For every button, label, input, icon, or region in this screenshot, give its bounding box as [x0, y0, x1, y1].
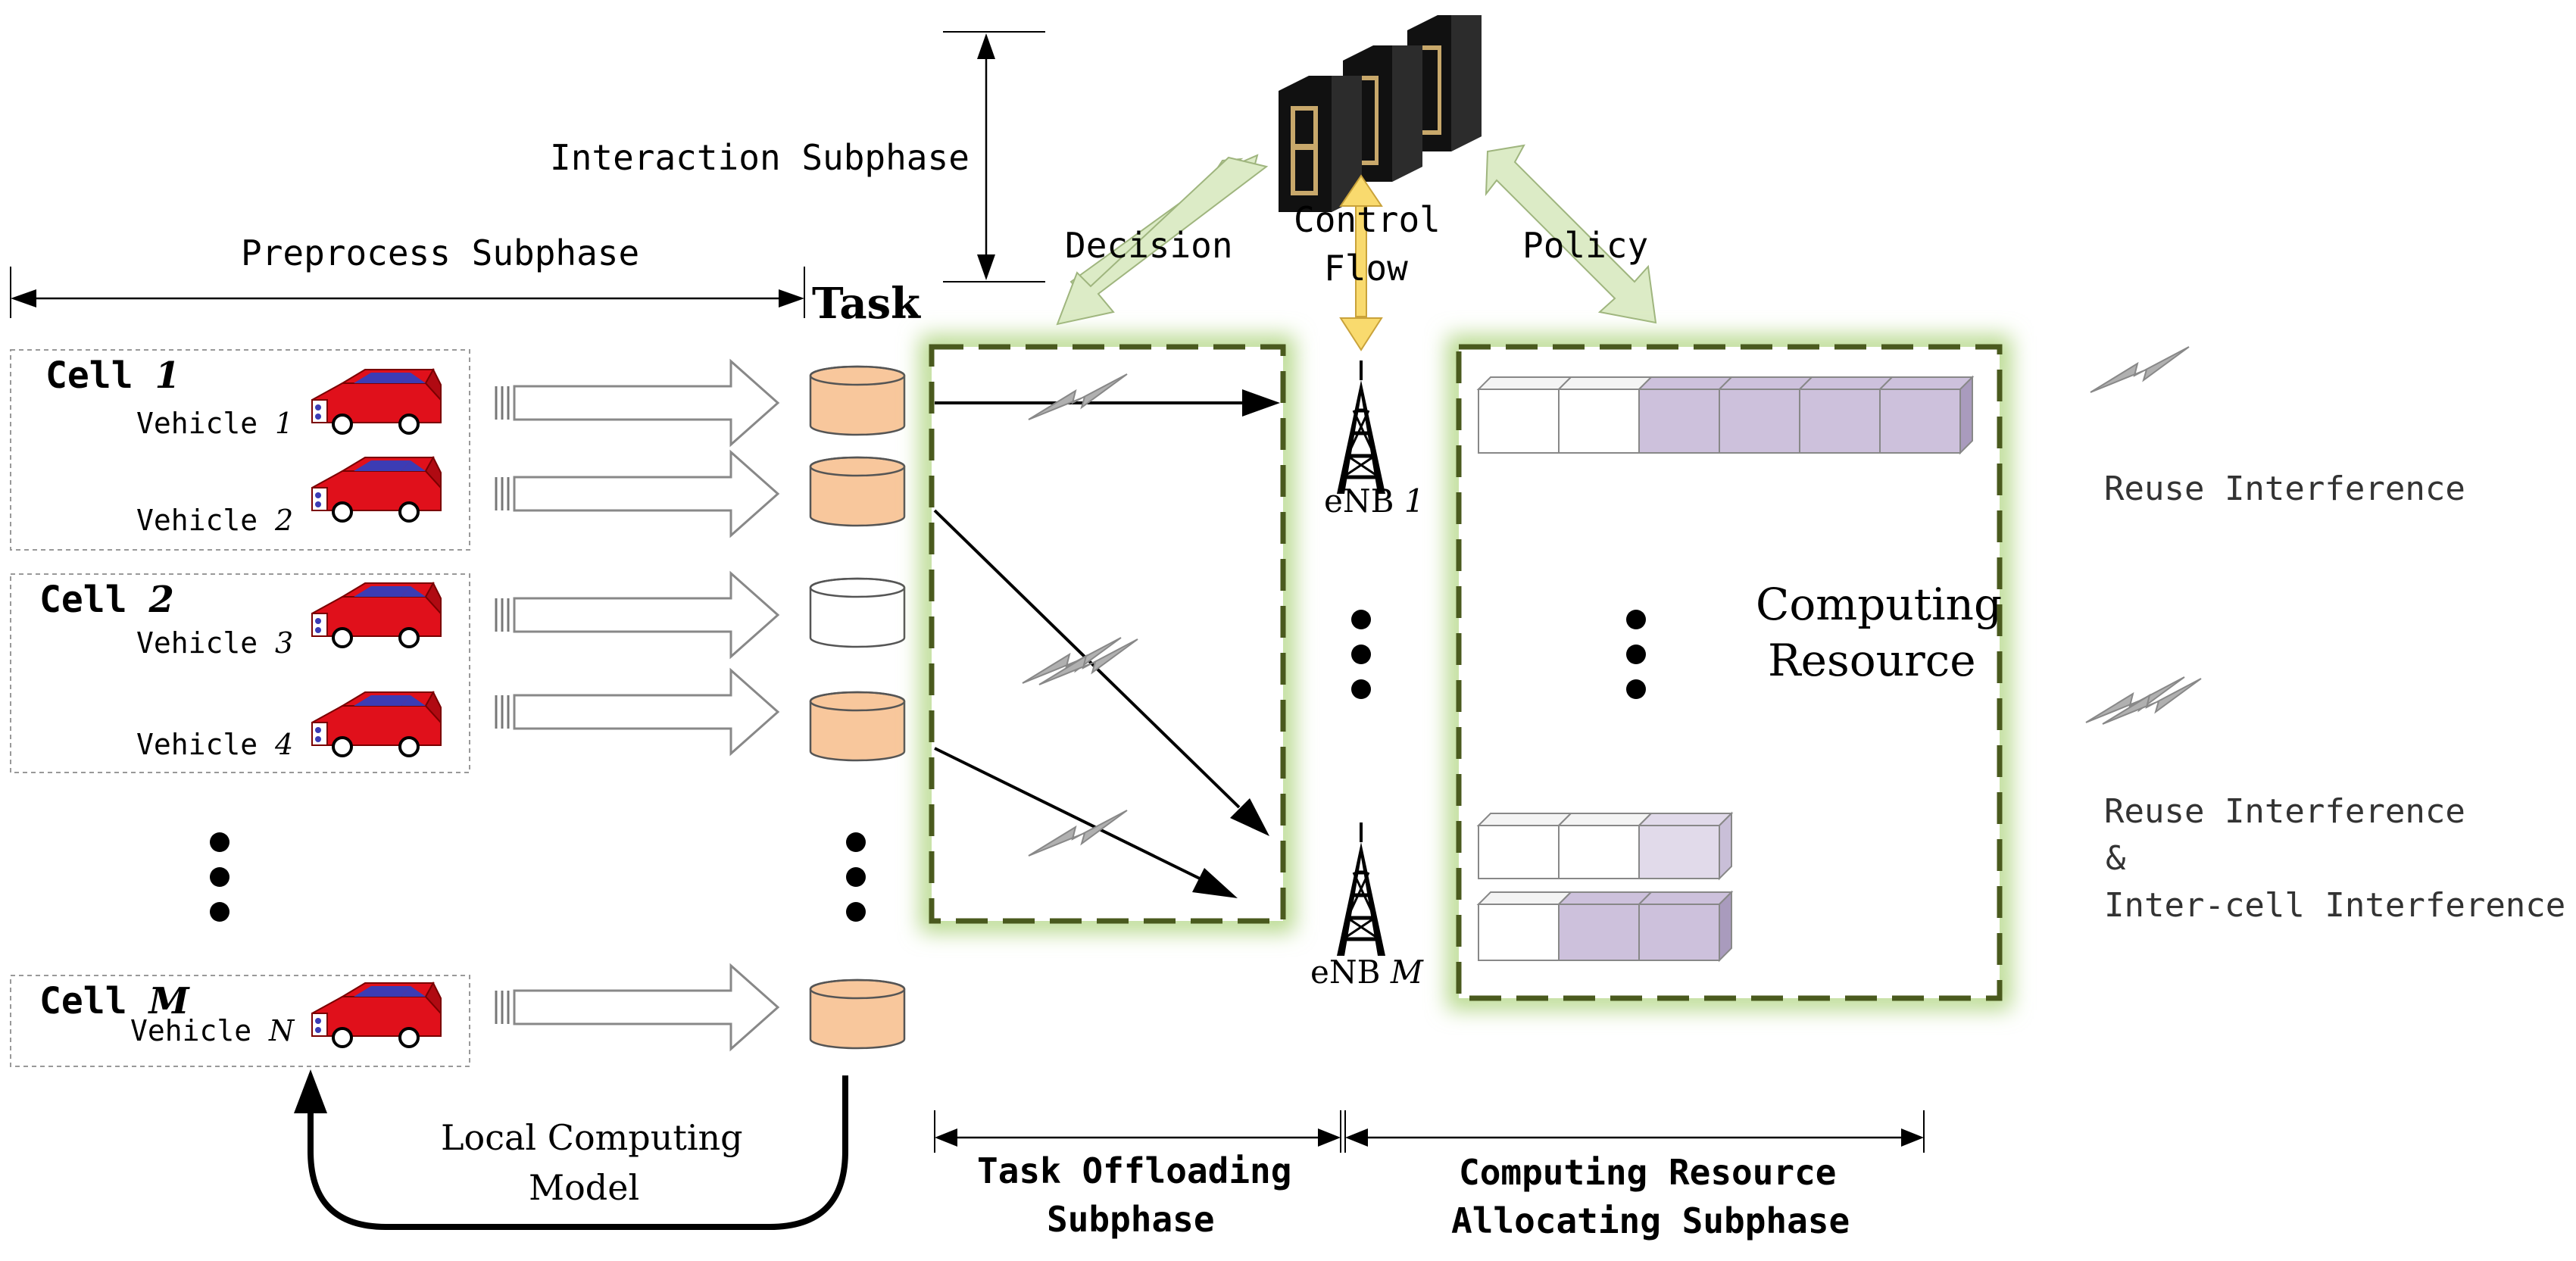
task-offloading-label-line1: Task Offloading — [977, 1150, 1291, 1191]
cell-box-m — [10, 975, 470, 1067]
task-cylinder — [809, 691, 906, 762]
computing-allocating-label-line1: Computing Resource — [1459, 1152, 1837, 1193]
computing-allocating-label-line2: Allocating Subphase — [1451, 1200, 1850, 1241]
vehicle-ellipsis — [210, 832, 229, 922]
enb-ellipsis — [1351, 610, 1371, 699]
resource-block — [1638, 904, 1720, 961]
interaction-subphase-dimension — [943, 31, 1045, 282]
resource-block — [1638, 389, 1720, 454]
car-icon — [311, 368, 442, 435]
resource-ellipsis — [1626, 610, 1646, 699]
decision-label: Decision — [1065, 225, 1233, 266]
resource-block-top — [1637, 813, 1734, 826]
policy-arrow — [1485, 144, 1657, 324]
preprocess-subphase-dimension — [10, 267, 805, 318]
cell-label: Cell 2 — [39, 579, 174, 621]
enb-label: eNB M — [1310, 954, 1424, 991]
local-computing-label-line1: Local Computing — [441, 1117, 743, 1158]
resource-block — [1558, 389, 1640, 454]
resource-block-side — [1719, 890, 1732, 963]
resource-row-mid — [1476, 811, 1734, 881]
upload-arrow — [495, 451, 779, 537]
server-icon — [1279, 15, 1482, 212]
lightning-icon — [2085, 676, 2202, 725]
vehicle-label: Vehicle N — [130, 1014, 295, 1047]
resource-block-top — [1878, 376, 1975, 390]
resource-row-bottom — [1476, 890, 1734, 963]
resource-block-side — [1959, 375, 1973, 455]
task-label: Task — [812, 279, 921, 329]
resource-block — [1719, 389, 1800, 454]
resource-block — [1558, 904, 1640, 961]
task-ellipsis — [846, 832, 866, 922]
task-offloading-dimension — [934, 1110, 1341, 1153]
task-cylinder — [809, 456, 906, 527]
legend-reuse-intercell-line1: Reuse Interference — [2104, 792, 2465, 831]
interaction-subphase-label: Interaction Subphase — [550, 137, 970, 178]
resource-row-top — [1476, 375, 1975, 455]
resource-block-top — [1717, 376, 1814, 390]
legend-reuse-intercell-line3: Inter-cell Interference — [2104, 886, 2565, 925]
resource-block — [1478, 389, 1560, 454]
decision-arrow-shape — [1056, 156, 1269, 326]
cell-box-1 — [10, 349, 470, 551]
resource-block-top — [1557, 376, 1653, 390]
tower-icon — [1337, 361, 1385, 494]
task-cylinder-empty — [809, 577, 906, 648]
task-cylinder — [809, 365, 906, 436]
local-computing-loop — [294, 1069, 848, 1230]
control-flow-label-line2: Flow — [1324, 248, 1408, 289]
computing-allocating-dimension — [1344, 1110, 1925, 1153]
upload-arrow — [495, 669, 779, 755]
resource-block-top — [1476, 813, 1573, 826]
enb-label: eNB 1 — [1324, 482, 1425, 520]
resource-block — [1638, 825, 1720, 879]
resource-block — [1799, 389, 1881, 454]
local-computing-label-line2: Model — [529, 1167, 639, 1208]
computing-resource-label-line1: Computing — [1756, 579, 2002, 630]
lightning-icon — [2090, 346, 2190, 393]
legend-reuse-interference: Reuse Interference — [2104, 470, 2465, 508]
cell-label: Cell 1 — [45, 354, 180, 397]
computing-resource-label-line2: Resource — [1768, 635, 1976, 686]
task-cylinder — [809, 979, 906, 1050]
computing-box — [1456, 344, 2003, 1001]
tower-icon — [1337, 822, 1385, 956]
resource-block — [1879, 389, 1961, 454]
upload-arrow — [495, 360, 779, 446]
resource-block — [1478, 904, 1560, 961]
resource-block-top — [1637, 891, 1734, 905]
control-flow-label-line1: Control — [1294, 199, 1441, 240]
resource-block-top — [1557, 813, 1653, 826]
control-flow-arrow — [1339, 174, 1383, 351]
policy-label: Policy — [1522, 225, 1648, 266]
upload-arrow — [495, 572, 779, 658]
cell-label: Cell M — [39, 980, 191, 1022]
resource-block — [1558, 825, 1640, 879]
car-icon — [311, 982, 442, 1048]
resource-block-top — [1476, 376, 1573, 390]
resource-block-side — [1719, 811, 1732, 881]
car-icon — [311, 582, 442, 648]
cell-box-2 — [10, 573, 470, 773]
preprocess-subphase-label: Preprocess Subphase — [241, 233, 639, 273]
vehicle-label: Vehicle 3 — [136, 626, 293, 660]
resource-block-top — [1797, 376, 1894, 390]
car-icon — [311, 456, 442, 523]
offloading-box — [929, 344, 1286, 924]
resource-block-top — [1637, 376, 1734, 390]
resource-block — [1478, 825, 1560, 879]
car-icon — [311, 691, 442, 757]
resource-block-top — [1476, 891, 1573, 905]
vehicle-label: Vehicle 2 — [136, 504, 293, 537]
legend-reuse-intercell-line2: & — [2106, 839, 2126, 878]
task-offloading-label-line2: Subphase — [1047, 1199, 1215, 1240]
vehicle-label: Vehicle 1 — [136, 407, 293, 440]
vehicle-label: Vehicle 4 — [136, 728, 293, 761]
resource-block-top — [1557, 891, 1653, 905]
upload-arrow — [495, 964, 779, 1050]
